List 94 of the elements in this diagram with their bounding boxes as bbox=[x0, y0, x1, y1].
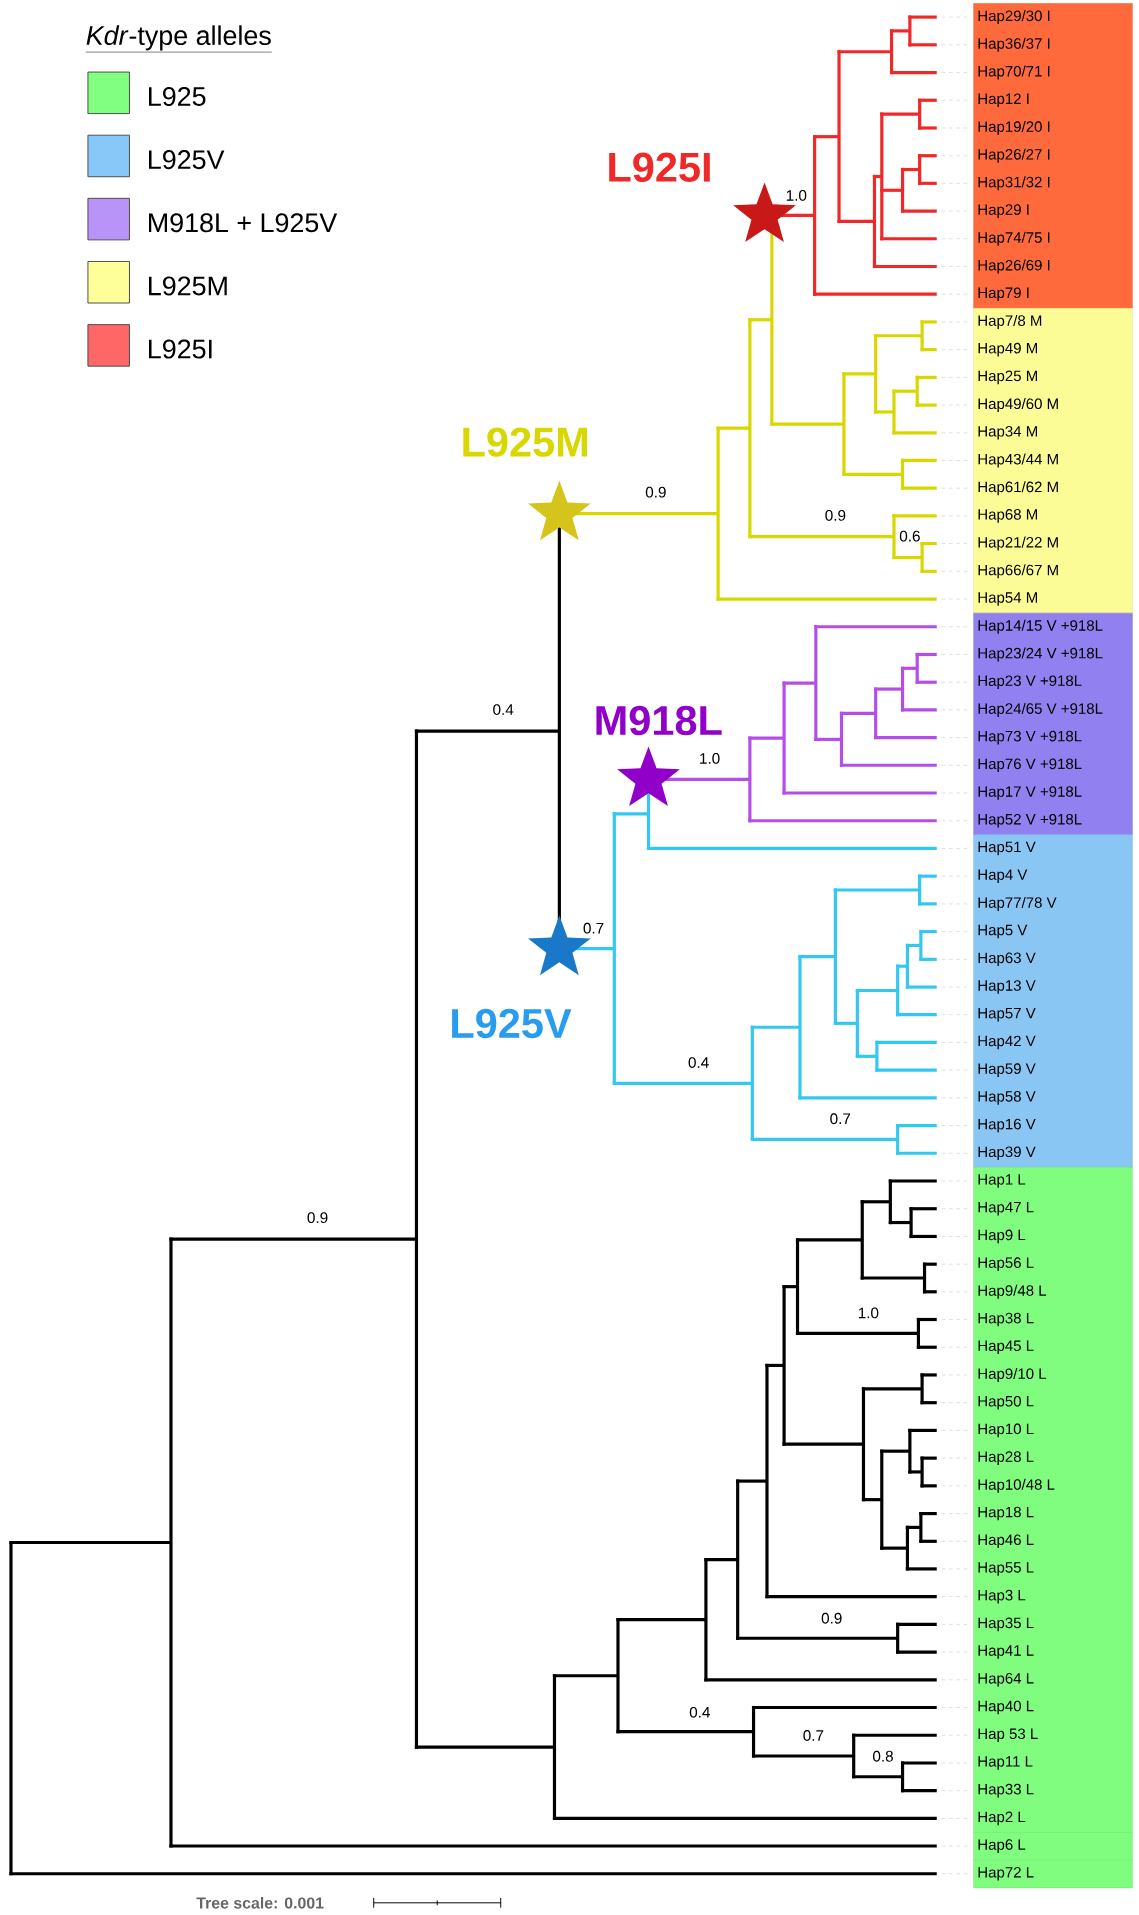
mutation-label: L925I bbox=[608, 152, 710, 182]
legend-label: L925M bbox=[148, 276, 227, 296]
leaf-label: Hap55 L bbox=[978, 1562, 1034, 1576]
leaf-label: Hap49/60 M bbox=[978, 398, 1058, 413]
leaf-label: Hap21/22 M bbox=[978, 536, 1058, 551]
leaf-label: Hap9/48 L bbox=[978, 1284, 1046, 1299]
leaf-label: Hap42 V bbox=[978, 1035, 1036, 1050]
leaf-label: Hap10/48 L bbox=[978, 1478, 1055, 1493]
leaf-label: Hap47 L bbox=[978, 1202, 1034, 1216]
leaf-label: Hap3 L bbox=[978, 1589, 1025, 1604]
leaf-label: Hap31/32 I bbox=[978, 176, 1050, 191]
support-value: 0.9 bbox=[821, 1612, 842, 1624]
leaf-label: Hap77/78 V bbox=[978, 896, 1057, 911]
leaf-label: Hap29 I bbox=[978, 204, 1029, 218]
leaf-label: Hap25 M bbox=[978, 370, 1037, 385]
support-value: 1.0 bbox=[786, 190, 807, 201]
leaf-label: Hap 53 L bbox=[978, 1728, 1038, 1743]
legend-label: M918L + L925V bbox=[148, 213, 337, 233]
leaf-label: Hap13 V bbox=[978, 980, 1036, 994]
leaf-label: Hap54 M bbox=[978, 592, 1037, 606]
leaf-label: Hap16 V bbox=[978, 1118, 1036, 1133]
leaf-label: Hap56 L bbox=[978, 1257, 1034, 1271]
leaf-label: Hap52 V +918L bbox=[978, 813, 1082, 828]
leaf-label: Hap11 L bbox=[978, 1756, 1033, 1770]
leaf-label: Hap51 V bbox=[978, 841, 1036, 856]
leaf-label: Hap38 L bbox=[978, 1312, 1034, 1327]
leaf-label: Hap23/24 V +918L bbox=[978, 647, 1103, 662]
leaf-label: Hap40 L bbox=[978, 1700, 1034, 1715]
leaf-label: Hap41 L bbox=[978, 1645, 1034, 1659]
leaf-label: Hap50 L bbox=[978, 1395, 1034, 1410]
support-value: 0.8 bbox=[872, 1750, 893, 1762]
leaf-label: Hap1 L bbox=[978, 1174, 1025, 1188]
leaf-label: Hap79 I bbox=[978, 287, 1029, 301]
leaf-label: Hap45 L bbox=[978, 1340, 1034, 1354]
leaf-label: Hap76 V +918L bbox=[978, 758, 1082, 773]
support-value: 0.9 bbox=[825, 510, 846, 521]
support-value: 1.0 bbox=[858, 1307, 879, 1319]
leaf-label: Hap2 L bbox=[978, 1811, 1025, 1826]
leaf-label: Hap39 V bbox=[978, 1146, 1036, 1161]
leaf-label: Hap9/10 L bbox=[978, 1367, 1046, 1382]
leaf-label: Hap6 L bbox=[978, 1839, 1025, 1853]
legend-label: L925 bbox=[148, 86, 206, 106]
scale-label: Tree scale: 0.001 bbox=[196, 1896, 324, 1909]
mutation-label: L925V bbox=[451, 1008, 572, 1039]
leaf-label: Hap72 L bbox=[978, 1867, 1034, 1881]
support-value: 0.6 bbox=[899, 530, 920, 542]
leaf-label: Hap68 M bbox=[978, 509, 1037, 523]
leaf-label: Hap18 L bbox=[978, 1506, 1034, 1521]
mutation-label: M918L bbox=[596, 705, 722, 736]
leaf-label: Hap26/69 I bbox=[978, 259, 1050, 274]
leaf-label: Hap58 V bbox=[978, 1091, 1036, 1105]
support-value: 0.4 bbox=[688, 1057, 709, 1068]
leaf-label: Hap29/30 I bbox=[978, 10, 1050, 25]
leaf-label: Hap24/65 V +918L bbox=[978, 702, 1103, 717]
leaf-label: Hap64 L bbox=[978, 1673, 1034, 1687]
leaf-label: Hap43/44 M bbox=[978, 453, 1058, 468]
leaf-label: Hap36/37 I bbox=[978, 37, 1050, 52]
leaf-label: Hap74/75 I bbox=[978, 231, 1050, 246]
leaf-label: Hap23 V +918L bbox=[978, 675, 1082, 689]
leaf-label: Hap12 I bbox=[978, 93, 1029, 108]
support-value: 0.9 bbox=[307, 1212, 328, 1224]
leaf-label: Hap66/67 M bbox=[978, 564, 1058, 579]
support-value: 1.0 bbox=[699, 753, 720, 764]
leaf-label: Hap46 L bbox=[978, 1534, 1034, 1549]
leaf-label: Hap4 V bbox=[978, 869, 1028, 883]
leaf-label: Hap59 V bbox=[978, 1063, 1036, 1077]
leaf-label: Hap5 V bbox=[978, 924, 1028, 939]
mutation-label: L925M bbox=[463, 427, 587, 457]
support-value: 0.4 bbox=[492, 704, 514, 715]
leaf-label: Hap61/62 M bbox=[978, 481, 1058, 496]
leaf-label: Hap9 L bbox=[978, 1229, 1025, 1244]
support-value: 0.7 bbox=[830, 1113, 850, 1125]
leaf-label: Hap57 V bbox=[978, 1008, 1036, 1022]
leaf-label: Hap33 L bbox=[978, 1783, 1034, 1798]
leaf-label: Hap35 L bbox=[978, 1617, 1034, 1632]
leaf-label: Hap34 M bbox=[978, 426, 1037, 440]
leaf-label: Hap49 M bbox=[978, 342, 1037, 357]
leaf-label: Hap10 L bbox=[978, 1423, 1034, 1438]
leaf-label: Hap17 V +918L bbox=[978, 786, 1082, 800]
legend-title: Kdr-type alleles bbox=[85, 25, 272, 53]
support-value: 0.7 bbox=[803, 1730, 823, 1741]
support-value: 0.9 bbox=[645, 486, 666, 498]
leaf-label: Hap73 V +918L bbox=[978, 730, 1082, 745]
leaf-label: Hap19/20 I bbox=[978, 120, 1050, 135]
legend-label: L925I bbox=[148, 339, 212, 359]
leaf-label: Hap7/8 M bbox=[978, 314, 1041, 329]
support-value: 0.4 bbox=[689, 1706, 710, 1718]
leaf-label: Hap28 L bbox=[978, 1451, 1034, 1465]
leaf-label: Hap14/15 V +918L bbox=[978, 619, 1103, 634]
leaf-label: Hap26/27 I bbox=[978, 148, 1050, 163]
legend-label: L925V bbox=[148, 150, 225, 170]
leaf-label: Hap63 V bbox=[978, 952, 1036, 967]
support-value: 0.7 bbox=[583, 922, 604, 934]
leaf-label: Hap70/71 I bbox=[978, 65, 1050, 80]
